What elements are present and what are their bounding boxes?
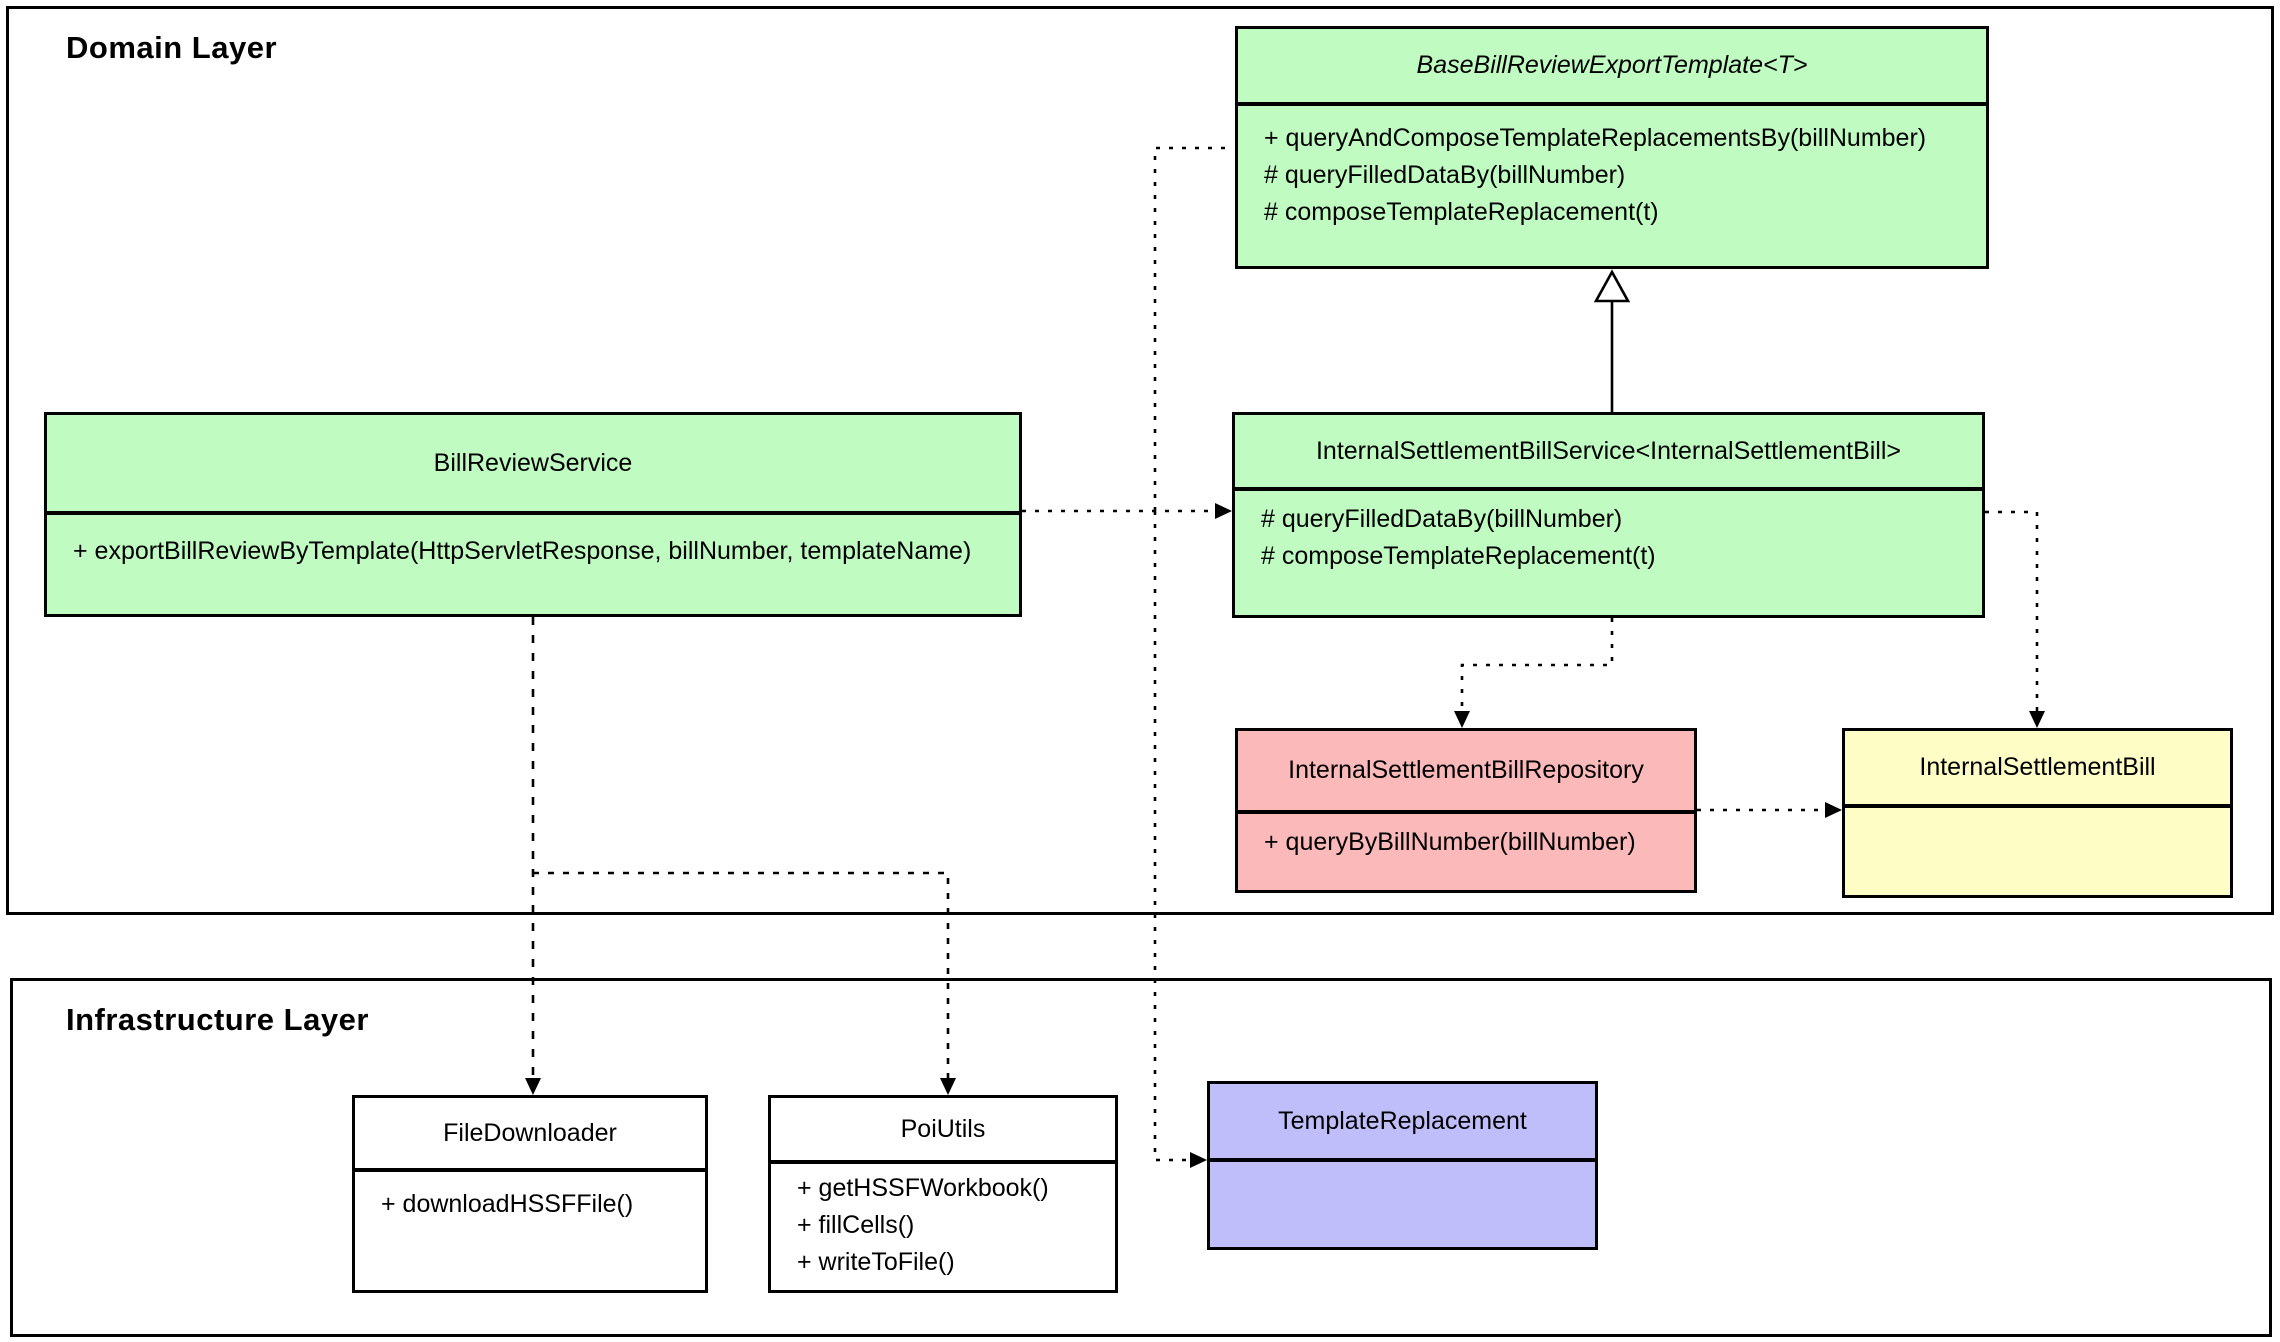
domain-layer-label: Domain Layer	[66, 30, 278, 65]
method-item: + writeToFile()	[797, 1248, 955, 1276]
method-item: # composeTemplateReplacement(t)	[1261, 542, 1656, 570]
class-methods: + queryByBillNumber(billNumber)	[1238, 814, 1694, 890]
dependency-billreviewservice-to-templatereplacement	[1153, 511, 1207, 1168]
filled-arrowhead-icon	[525, 1078, 541, 1095]
class-box-internalsettlementbill: InternalSettlementBill	[1842, 728, 2233, 898]
class-methods: + exportBillReviewByTemplate(HttpServlet…	[47, 515, 1019, 614]
class-box-internalsettlementbillservice: InternalSettlementBillService<InternalSe…	[1232, 412, 1985, 618]
class-box-filedownloader: FileDownloader + downloadHSSFFile()	[352, 1095, 708, 1293]
class-box-billreviewservice: BillReviewService + exportBillReviewByTe…	[44, 412, 1022, 617]
hollow-triangle-arrowhead-icon	[1593, 269, 1631, 303]
class-title: BaseBillReviewExportTemplate<T>	[1238, 29, 1986, 106]
filled-arrowhead-icon	[940, 1078, 956, 1095]
infrastructure-layer-frame	[10, 978, 2272, 1337]
filled-arrowhead-icon	[1215, 503, 1232, 519]
dependency-billreviewservice-to-service	[1022, 503, 1232, 519]
class-title: TemplateReplacement	[1210, 1084, 1595, 1162]
dependency-billreviewservice-to-poiutils	[533, 871, 956, 1095]
filled-arrowhead-icon	[1190, 1152, 1207, 1168]
dependency-service-to-repository	[1454, 618, 1614, 728]
filled-arrowhead-icon	[1825, 802, 1842, 818]
method-item: # queryFilledDataBy(billNumber)	[1261, 505, 1623, 533]
method-item: + fillCells()	[797, 1211, 915, 1239]
infrastructure-layer-label: Infrastructure Layer	[66, 1002, 369, 1037]
domain-layer-frame	[6, 6, 2274, 915]
class-title: BillReviewService	[47, 415, 1019, 515]
method-item: # queryFilledDataBy(billNumber)	[1264, 161, 1626, 189]
method-item: + getHSSFWorkbook()	[797, 1174, 1049, 1202]
class-methods	[1210, 1162, 1595, 1247]
dependency-billreviewservice-to-base-template	[1153, 146, 1233, 511]
dependency-repository-to-bill	[1697, 802, 1842, 818]
dependency-service-to-bill	[1985, 510, 2045, 728]
filled-arrowhead-icon	[1454, 711, 1470, 728]
class-methods: + queryAndComposeTemplateReplacementsBy(…	[1238, 106, 1986, 266]
method-item: + exportBillReviewByTemplate(HttpServlet…	[73, 537, 972, 565]
inheritance-service-to-base-template	[1593, 269, 1631, 412]
method-item: + queryByBillNumber(billNumber)	[1264, 828, 1636, 856]
class-box-basebillreviewexporttemplate: BaseBillReviewExportTemplate<T> + queryA…	[1235, 26, 1989, 269]
class-title: InternalSettlementBill	[1845, 731, 2230, 808]
class-box-templatereplacement: TemplateReplacement	[1207, 1081, 1598, 1250]
class-methods	[1845, 808, 2230, 895]
class-title: InternalSettlementBillService<InternalSe…	[1235, 415, 1982, 491]
method-item: # composeTemplateReplacement(t)	[1264, 198, 1659, 226]
filled-arrowhead-icon	[2029, 711, 2045, 728]
class-title: PoiUtils	[771, 1098, 1115, 1164]
dependency-billreviewservice-to-filedownloader	[525, 617, 541, 1095]
method-item: + queryAndComposeTemplateReplacementsBy(…	[1264, 124, 1927, 152]
class-methods: + downloadHSSFFile()	[355, 1172, 705, 1290]
class-box-poiutils: PoiUtils + getHSSFWorkbook() + fillCells…	[768, 1095, 1118, 1293]
class-box-internalsettlementbillrepository: InternalSettlementBillRepository + query…	[1235, 728, 1697, 893]
class-title: InternalSettlementBillRepository	[1238, 731, 1694, 814]
class-methods: # queryFilledDataBy(billNumber) # compos…	[1235, 491, 1982, 615]
method-item: + downloadHSSFFile()	[381, 1190, 634, 1218]
class-title: FileDownloader	[355, 1098, 705, 1172]
class-methods: + getHSSFWorkbook() + fillCells() + writ…	[771, 1164, 1115, 1290]
